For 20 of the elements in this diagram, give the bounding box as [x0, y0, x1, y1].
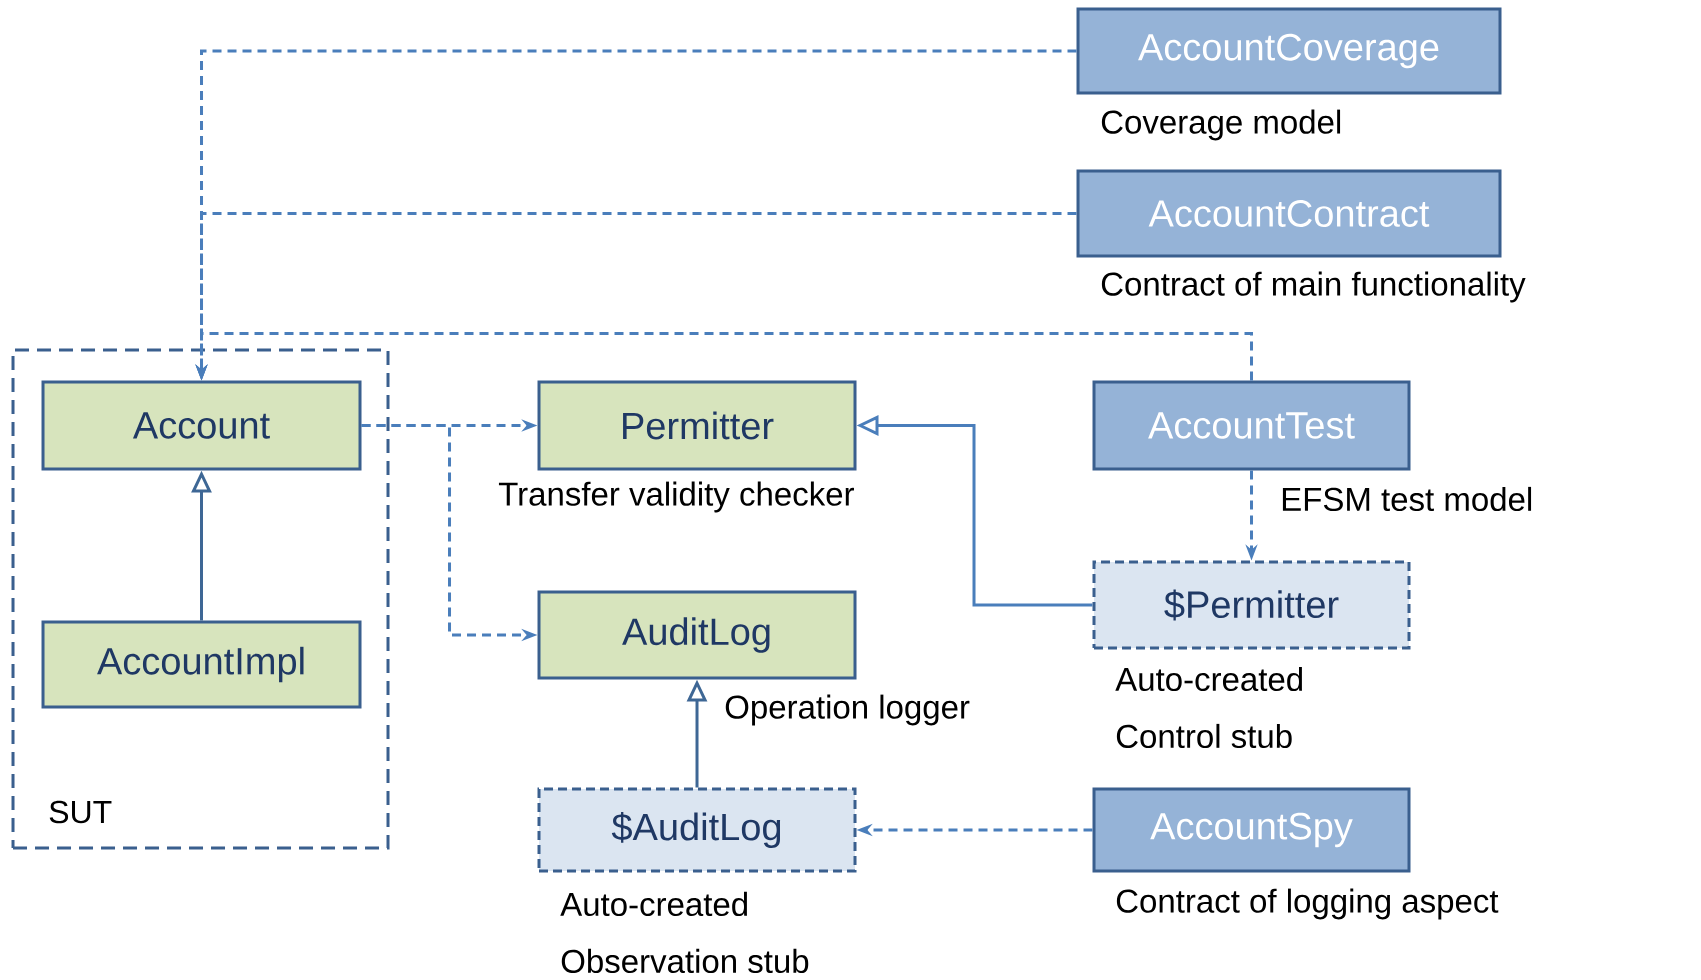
caption-text: Control stub: [1116, 723, 1292, 749]
test-class-box: AccountCoverage: [1076, 7, 1502, 95]
caption-text: Transfer validity checker: [498, 481, 854, 513]
caption-text: Auto-created: [1115, 666, 1302, 692]
caption-text: Coverage model: [1101, 109, 1341, 141]
caption-text: Observation stub: [561, 948, 809, 974]
class-box: AccountImpl: [41, 620, 362, 709]
class-box: AuditLog: [537, 590, 857, 680]
caption-text: Operation logger: [725, 694, 970, 726]
caption-text: Contract of main functionality: [1101, 271, 1526, 303]
caption-text: Auto-created: [560, 891, 747, 917]
class-box: Account: [41, 380, 362, 471]
stub-box: $AuditLog: [537, 787, 857, 873]
caption-text: EFSM test model: [1282, 486, 1532, 512]
stub-box: $Permitter: [1092, 560, 1411, 650]
class-box: Permitter: [537, 380, 857, 471]
test-class-box: AccountTest: [1092, 380, 1411, 471]
test-class-box: AccountSpy: [1092, 787, 1411, 873]
caption-text: Contract of logging aspect: [1116, 888, 1499, 920]
test-class-box: AccountContract: [1076, 169, 1502, 258]
